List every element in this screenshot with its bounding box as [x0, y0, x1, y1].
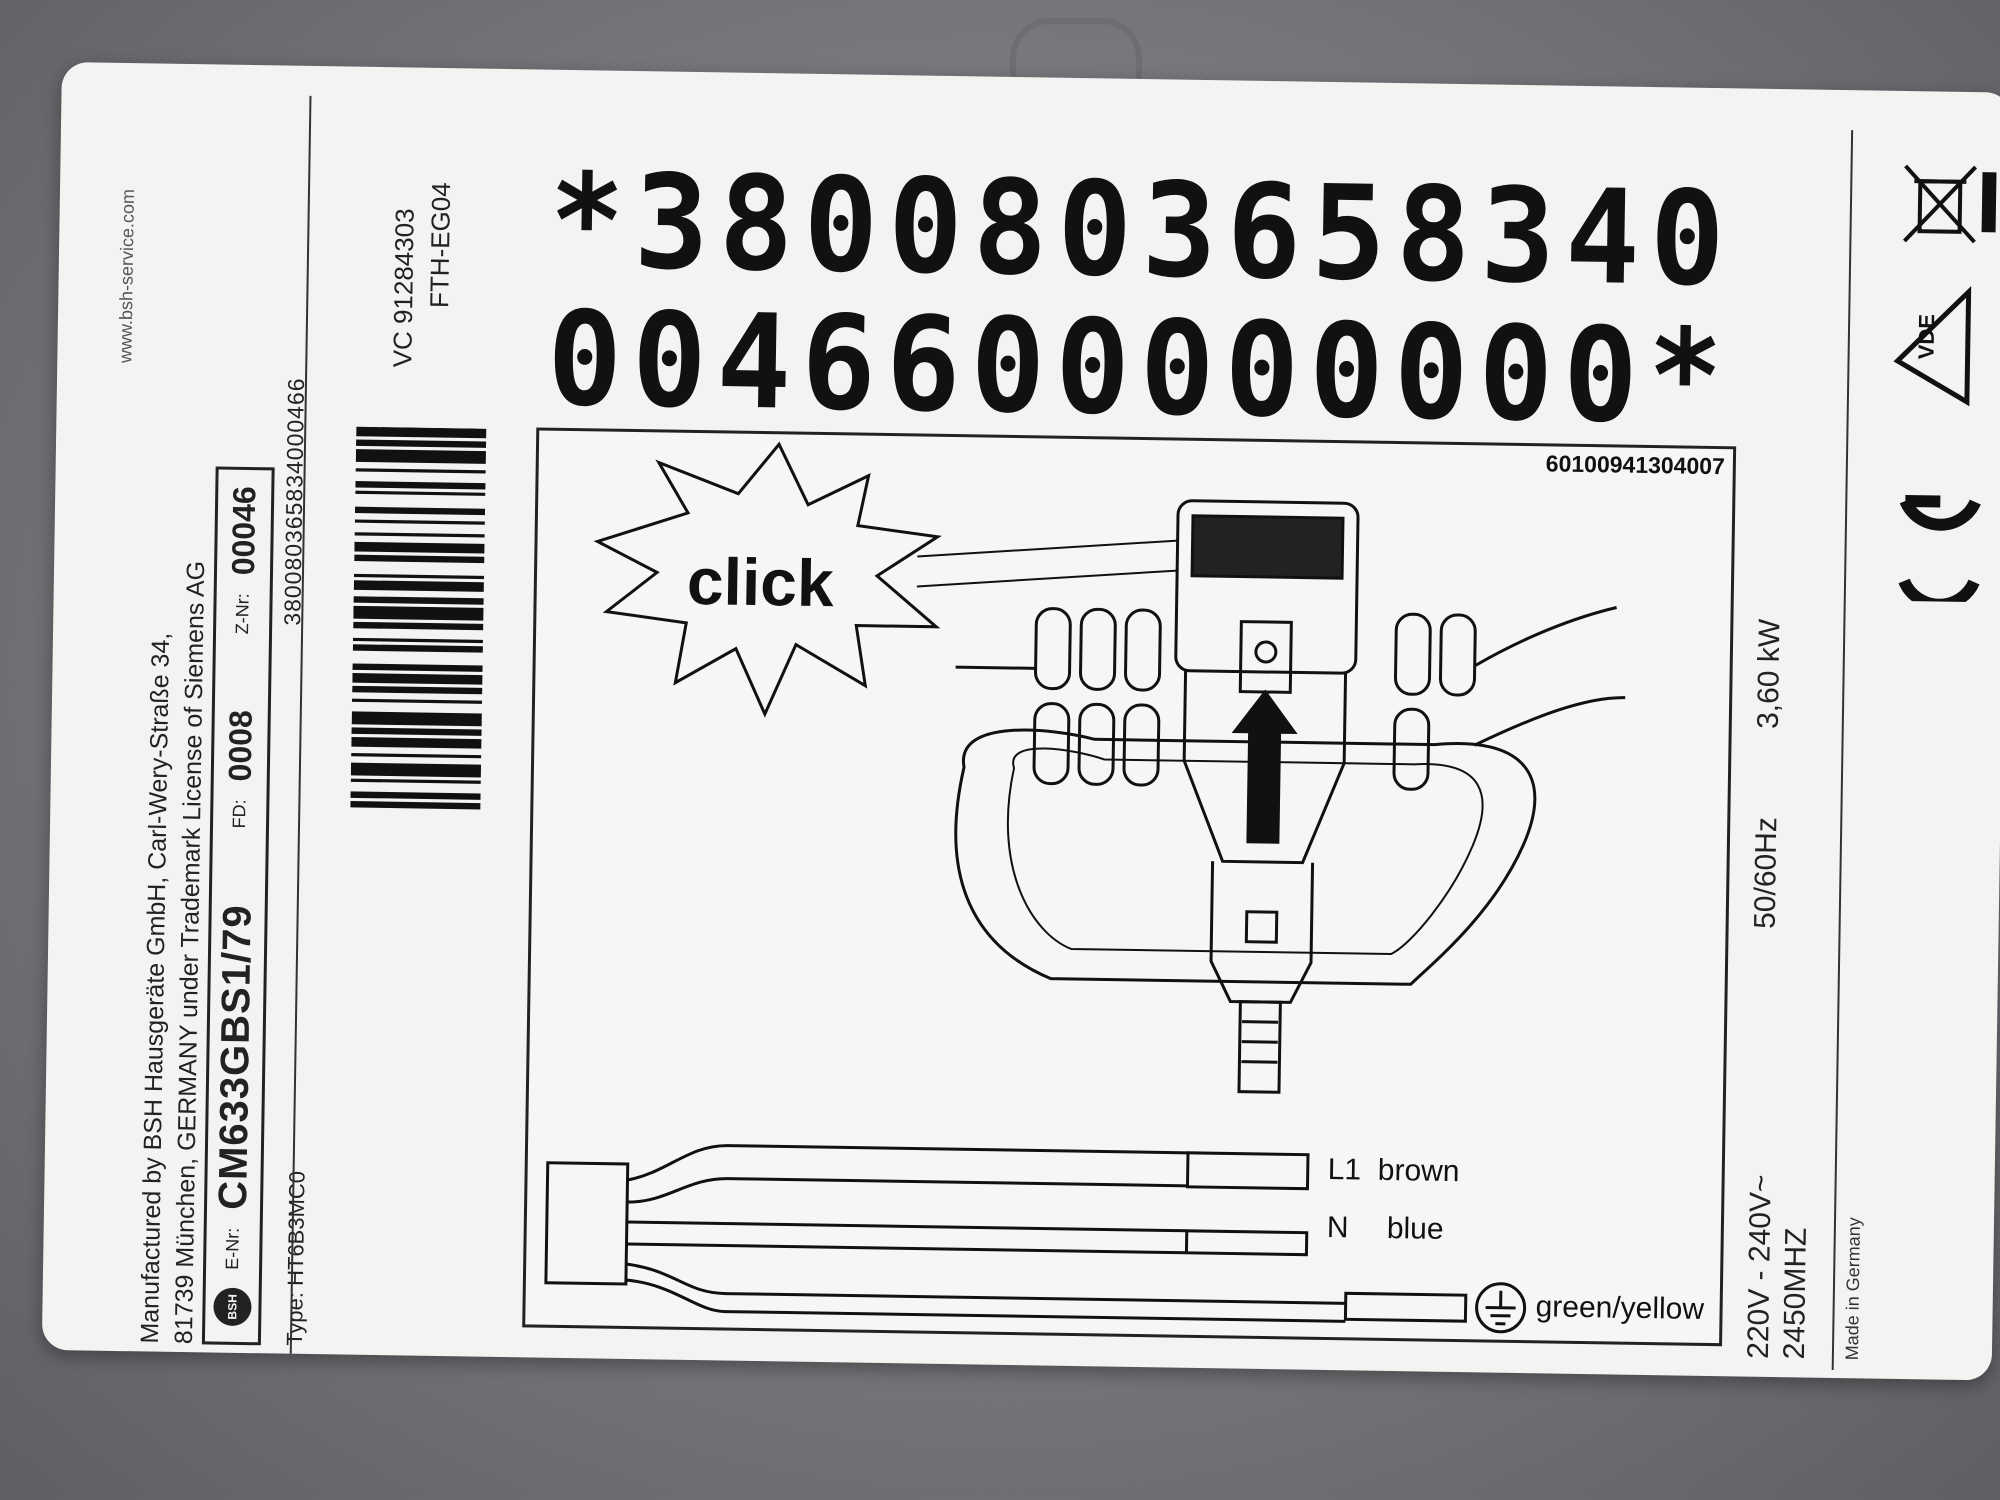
bsh-logo-icon: BSH [212, 1287, 252, 1327]
fd-label: FD: [228, 799, 250, 829]
voltage-rating: 220V - 240V~ [1741, 1174, 1778, 1360]
barcode [350, 426, 487, 810]
connection-diagram: 60100941304007 [522, 427, 1737, 1347]
wire-earth-label: green/yellow [1535, 1290, 1705, 1326]
column-divider-1 [289, 95, 312, 1356]
type-value: HT6B3MC0 [282, 1170, 310, 1287]
click-text: click [686, 543, 835, 621]
wire-n-color: blue [1386, 1211, 1444, 1246]
power-rating: 3,60 kW [1751, 618, 1787, 730]
frequency-rating: 50/60Hz [1748, 816, 1784, 930]
enr-box: BSH E-Nr: CM633GBS1/79 FD: 0008 Z-Nr: 00… [201, 466, 275, 1346]
made-in-text: Made in Germany [1841, 1217, 1865, 1361]
vc-number: VC 91284303 [387, 208, 420, 368]
type-line: Type: HT6B3MC0 [282, 1171, 311, 1346]
serial-line-2: 004660000000​0* [546, 284, 1734, 454]
enr-value: CM633GBS1/79 [210, 904, 260, 1211]
ce-mark-icon [1898, 495, 1981, 603]
vde-mark-icon: VDE [1893, 285, 1972, 407]
backplate-clip [1010, 18, 1142, 84]
website-text: www.bsh-service.com [115, 188, 139, 364]
rating-label: www.bsh-service.com Manufactured by BSH … [41, 62, 2000, 1381]
fth-code: FTH-EG04 [424, 182, 457, 309]
connector-drawing [544, 441, 1626, 1334]
microwave-frequency: 2450MHZ [1777, 1227, 1813, 1360]
serial-line-1: *38008036583​40 [548, 146, 1736, 316]
weee-bin-icon [1902, 164, 1997, 244]
wire-n-letter: N [1326, 1211, 1349, 1245]
enr-label: E-Nr: [222, 1227, 243, 1270]
svg-text:VDE: VDE [1914, 314, 1940, 360]
earth-ground-icon [1475, 1282, 1527, 1334]
type-label: Type: [281, 1291, 308, 1347]
column-divider-2 [1831, 130, 1854, 1370]
wire-l1-label: L1 brown [1327, 1153, 1460, 1189]
znr-label: Z-Nr: [232, 593, 253, 635]
znr-value: 00046 [224, 485, 263, 576]
fd-value: 0008 [221, 709, 259, 782]
click-burst-icon [593, 441, 942, 718]
